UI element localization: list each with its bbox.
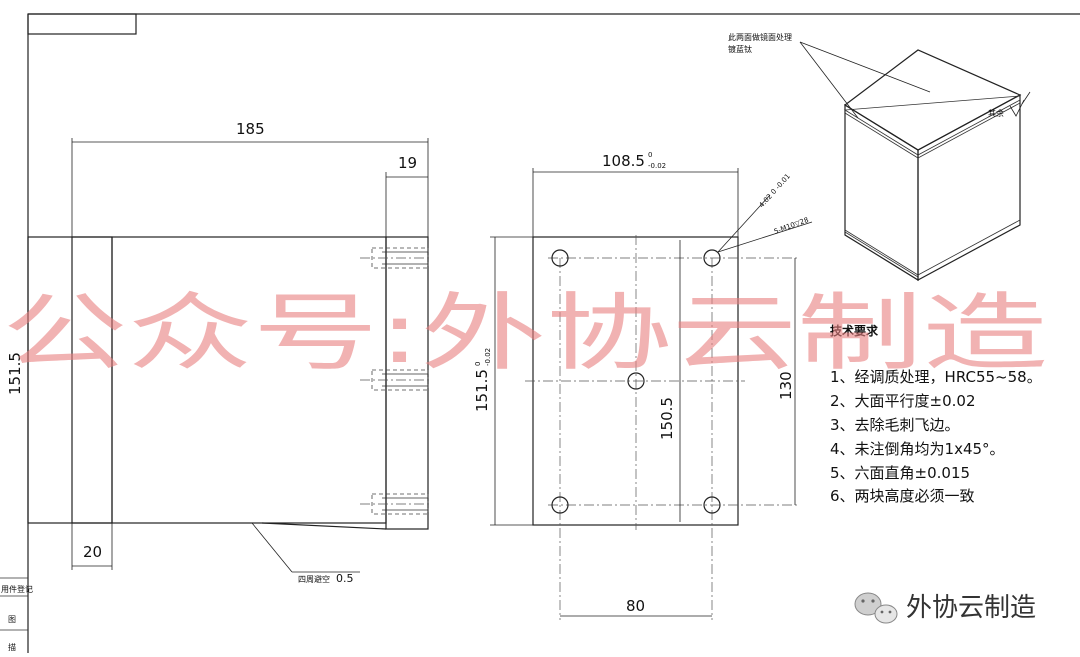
- hole-callout: 4.02 0 -0.01 5-M10▽28: [717, 172, 813, 253]
- dim-front-height-text: 151.5: [6, 352, 24, 395]
- iso-top-face: [843, 49, 1022, 151]
- svg-text:0: 0: [648, 151, 652, 159]
- dim-side-width: 108.5 0 -0.02: [532, 151, 739, 237]
- front-view: 185 19 151.5 20 四周避空 0.5: [6, 120, 432, 585]
- watermark-main: 公众号:外协云制造: [2, 284, 1048, 382]
- tech-requirement-item: 5、六面直角±0.015: [830, 464, 970, 482]
- dim-side-inner-height: 150.5: [658, 240, 681, 522]
- dim-side-hole-spacing-h-text: 80: [626, 597, 645, 615]
- dim-side-hole-spacing-h: 80: [560, 597, 712, 617]
- iso-left-face: [844, 103, 919, 282]
- svg-text:-0.02: -0.02: [648, 162, 666, 170]
- front-threaded-hole-top: [360, 247, 432, 269]
- tech-requirement-item: 4、未注倒角均为1x45°。: [830, 440, 1005, 458]
- side-view: 108.5 0 -0.02 151.5 0 -0.02 150.5 130 80: [473, 151, 813, 620]
- wechat-icon: [854, 592, 898, 624]
- dim-side-height: 151.5 0 -0.02: [473, 236, 533, 526]
- iso-note-line1: 此两面做镜面处理: [728, 32, 792, 42]
- note-relief-value: 0.5: [336, 572, 354, 585]
- side-hole-bottom-right: [703, 496, 721, 514]
- front-view-flange: [385, 236, 429, 530]
- frame-corner-box: [27, 13, 137, 35]
- tech-requirement-item: 2、大面平行度±0.02: [830, 392, 976, 410]
- dim-front-width: 185: [71, 120, 429, 237]
- title-block: 用件登记 图 描: [0, 577, 33, 652]
- iso-right-face: [917, 93, 1021, 282]
- dim-front-flange-text: 19: [398, 154, 417, 172]
- dim-side-inner-height-text: 150.5: [658, 397, 676, 440]
- note-relief-text: 四周避空: [298, 574, 330, 584]
- tech-requirement-item: 3、去除毛刺飞边。: [830, 416, 960, 434]
- hole-callout-tol: 4.02 0 -0.01: [758, 172, 792, 209]
- dim-front-width-text: 185: [236, 120, 265, 138]
- surface-finish-icon: [1009, 99, 1025, 117]
- side-hole-bottom-left: [551, 496, 569, 514]
- front-threaded-hole-mid: [360, 369, 432, 391]
- iso-view: 此两面做镜面处理 镀蓝钛 其余: [728, 32, 1031, 282]
- dim-front-bottom: 20: [71, 523, 113, 570]
- watermark-brand-text: 外协云制造: [906, 593, 1036, 623]
- tech-requirements-title: 技术要求: [830, 323, 879, 338]
- side-hole-top-left: [551, 249, 569, 267]
- title-block-cell-2: 图: [8, 615, 16, 624]
- tech-requirements: 技术要求 1、经调质处理，HRC55~58。 2、大面平行度±0.02 3、去除…: [830, 323, 1042, 505]
- dim-side-width-text: 108.5: [602, 152, 645, 170]
- iso-note-line2: 镀蓝钛: [728, 44, 752, 54]
- hole-callout-thread: 5-M10▽28: [773, 216, 810, 236]
- front-threaded-hole-bottom: [360, 493, 432, 515]
- title-block-cell-3: 描: [8, 642, 16, 652]
- title-block-cell-1: 用件登记: [1, 584, 33, 594]
- side-hole-center: [627, 372, 645, 390]
- tech-requirement-item: 6、两块高度必须一致: [830, 487, 975, 505]
- dim-front-flange: 19: [385, 154, 428, 237]
- side-hole-top-right: [703, 249, 721, 267]
- tech-requirement-item: 1、经调质处理，HRC55~58。: [830, 368, 1042, 386]
- dim-side-hole-spacing-v: 130: [777, 258, 796, 505]
- dim-front-bottom-text: 20: [83, 543, 102, 561]
- svg-text:0: 0: [474, 362, 482, 366]
- watermark-brand: 外协云制造: [854, 592, 1036, 624]
- dim-side-height-text: 151.5: [473, 369, 491, 412]
- dim-side-hole-spacing-v-text: 130: [777, 371, 795, 400]
- svg-text:-0.02: -0.02: [484, 348, 492, 366]
- note-relief: 四周避空 0.5: [251, 522, 360, 585]
- iso-side-label: 其余: [988, 108, 1004, 118]
